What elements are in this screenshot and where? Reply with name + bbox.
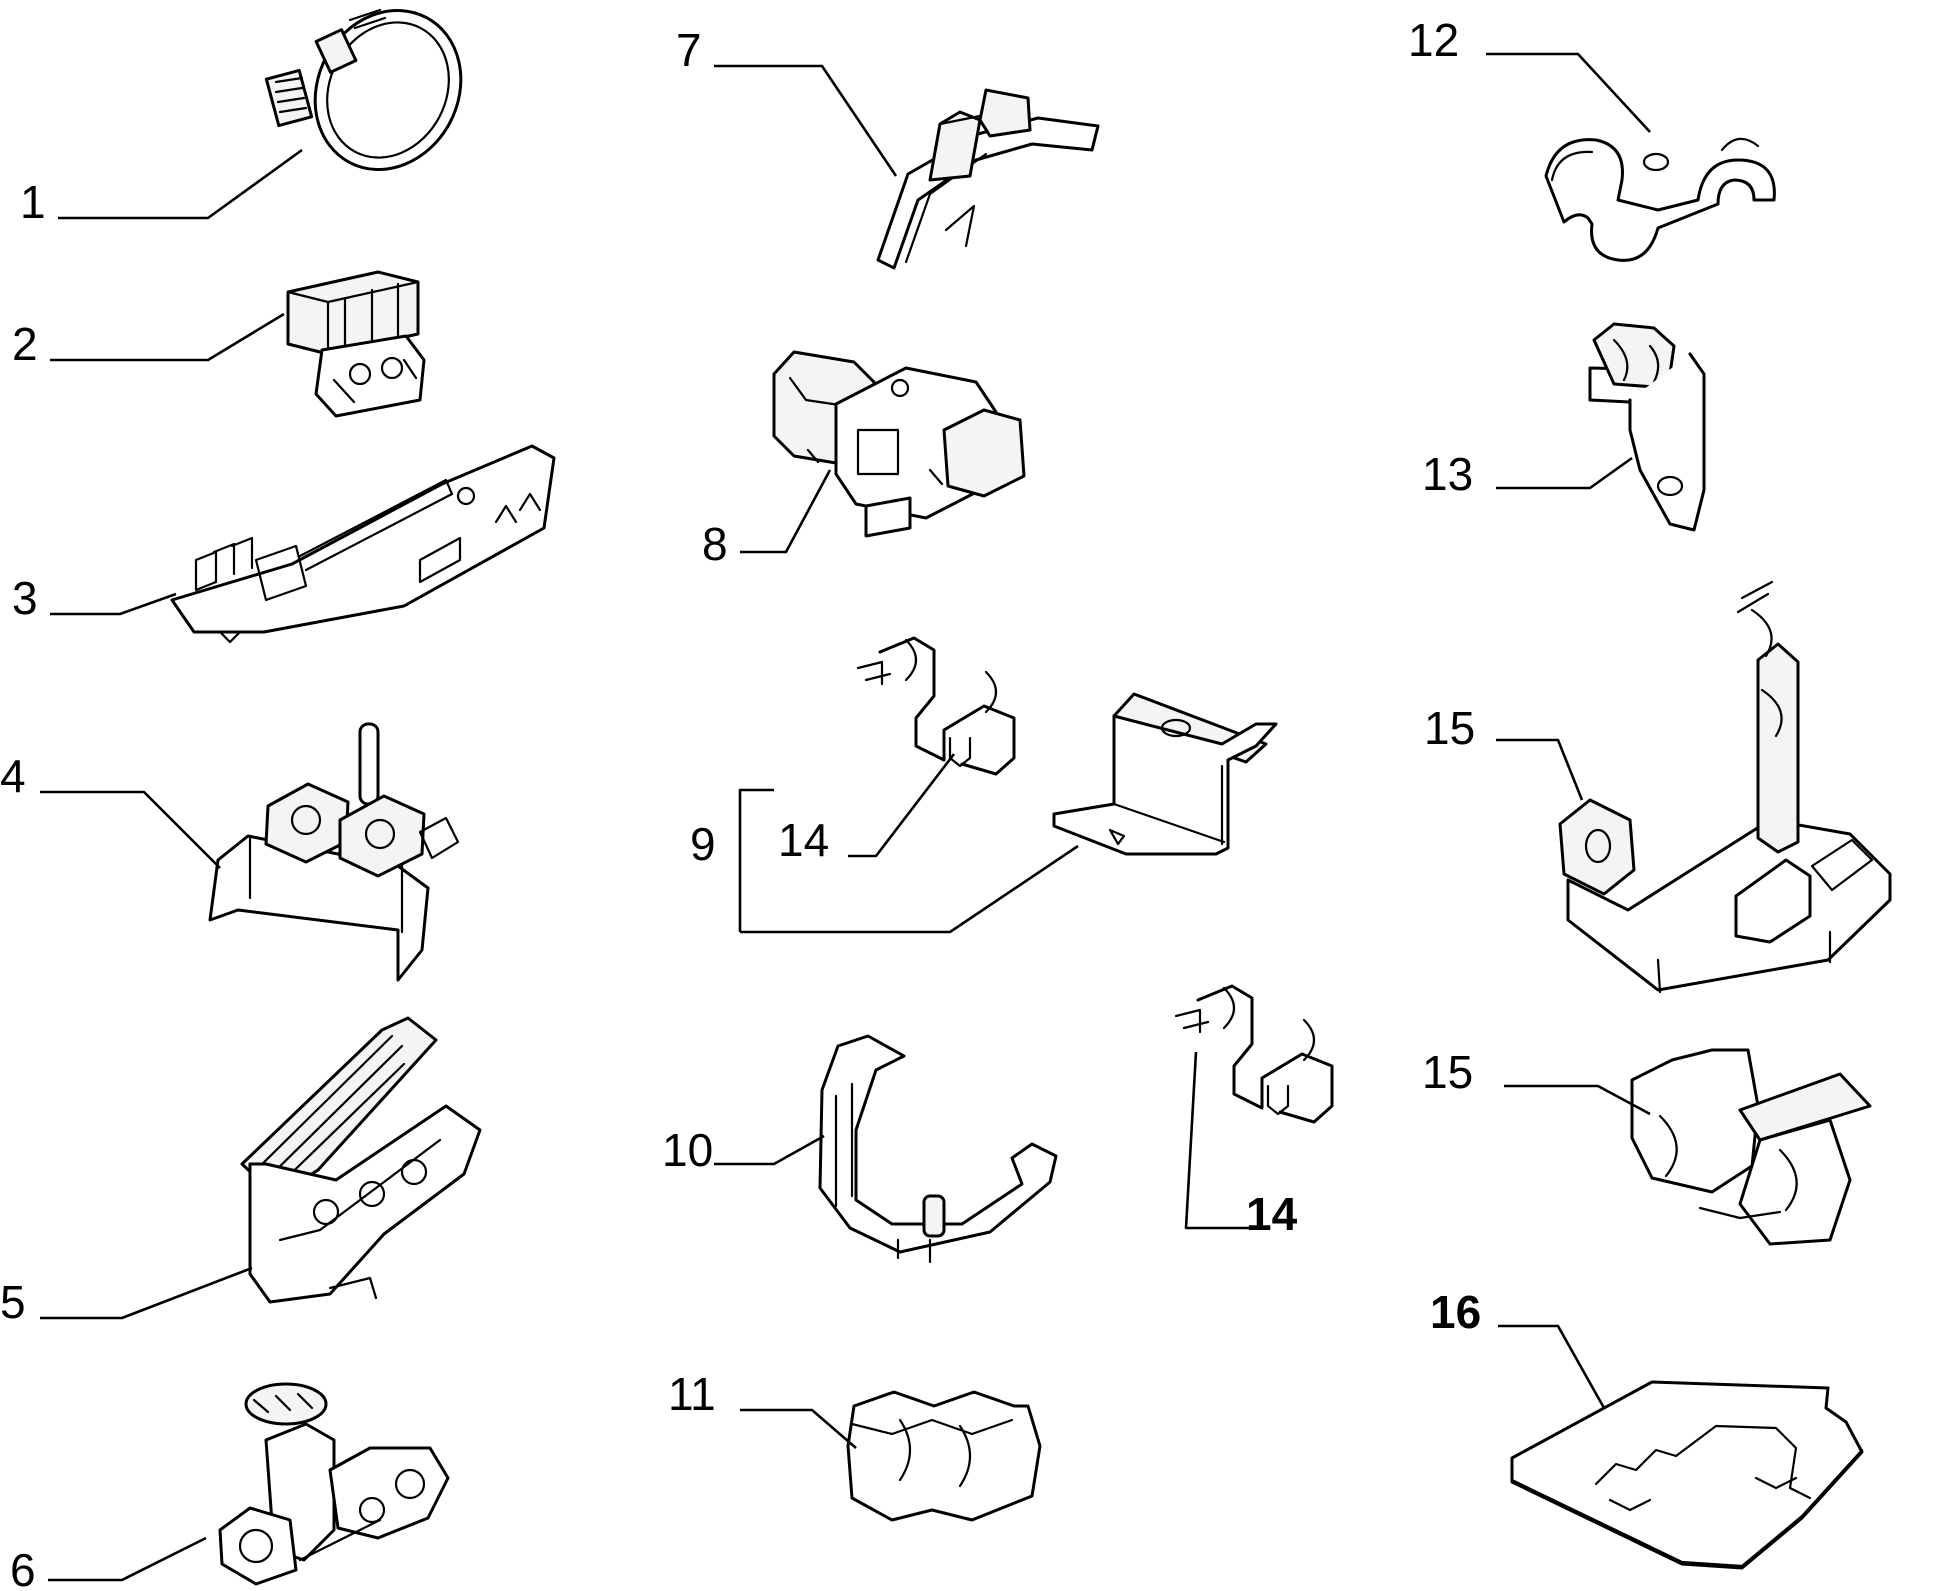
leader-line-16 [1504,1084,1651,1116]
leader-line-15 [1496,738,1584,801]
callout-2: 2 [12,318,38,370]
callout-5: 5 [0,1276,26,1328]
leader-line-5 [40,1266,253,1320]
callout-14a: 14 [778,814,829,866]
leader-line-2 [50,312,285,362]
part-2-double-clip[interactable] [286,270,426,418]
leader-line-6 [48,1536,207,1582]
part-15-base-plate[interactable] [1558,580,1892,994]
leader-line-13 [1496,456,1633,490]
callout-16: 15 [1422,1046,1473,1098]
callout-6: 6 [10,1544,36,1591]
leader-line-10 [714,1134,825,1166]
leader-line-9-group [738,788,774,932]
leader-line-14a [848,753,956,858]
leader-line-14b [1184,1051,1254,1230]
callout-7: 7 [676,24,702,76]
callout-3: 3 [12,572,38,624]
part-12-saddle-clamp[interactable] [1544,137,1776,262]
part-14-twin-clip-lower[interactable] [1174,984,1334,1124]
leader-line-3 [50,592,177,616]
callout-17: 16 [1430,1286,1481,1338]
part-17-corner-plate[interactable] [1510,1380,1864,1570]
callout-11: 11 [668,1368,716,1420]
part-9-bent-bracket[interactable] [1052,692,1278,856]
leader-line-1 [58,148,303,220]
part-5-hinged-holder[interactable] [240,1016,482,1304]
leader-line-4 [40,790,221,869]
part-8-cable-mount[interactable] [772,350,1026,538]
part-14-twin-clip-upper[interactable] [856,636,1016,776]
leader-line-9-bracket [740,844,1079,934]
part-13-angle-clip[interactable] [1588,322,1706,532]
callout-10: 10 [662,1124,713,1176]
part-6-multi-clip[interactable] [218,1382,450,1586]
leader-line-17 [1498,1324,1606,1409]
part-10-u-bracket[interactable] [818,1034,1058,1264]
callout-1: 1 [20,176,46,228]
leader-line-11 [740,1408,857,1449]
part-16-cable-clip[interactable] [1630,1048,1872,1246]
leader-line-7 [714,64,898,177]
callout-13: 13 [1422,448,1473,500]
callout-14b: 14 [1246,1188,1298,1240]
callout-9: 9 [690,818,716,870]
callout-12: 12 [1408,14,1459,66]
callout-15: 15 [1424,702,1475,754]
part-4-bracket-clip[interactable] [208,722,460,982]
part-1-hose-clamp[interactable] [264,0,488,195]
callout-8: 8 [702,518,728,570]
leader-line-12 [1486,52,1651,133]
part-7-arc-clip[interactable] [876,88,1100,270]
callout-4: 4 [0,750,26,802]
leader-line-8 [740,469,832,554]
part-3-cable-tray[interactable] [170,444,556,644]
part-11-triple-clip[interactable] [846,1390,1042,1522]
